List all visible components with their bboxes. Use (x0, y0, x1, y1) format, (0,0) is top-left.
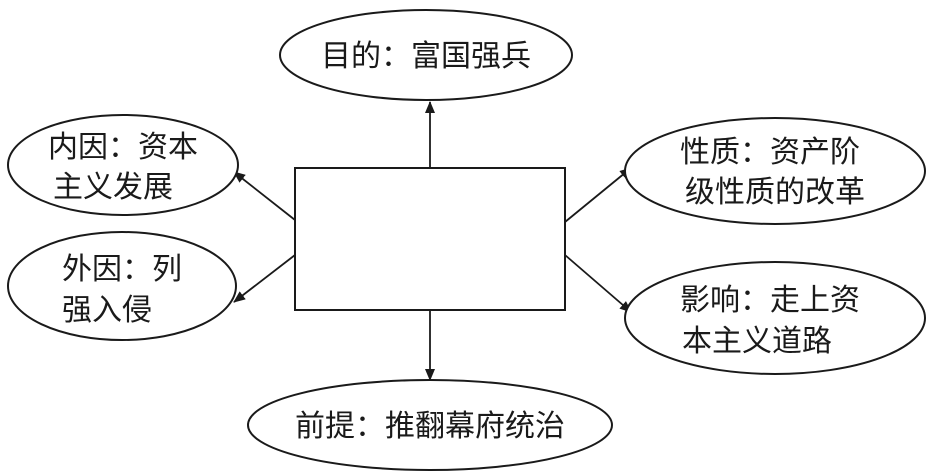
node-internal-cause-line-2: 主义发展 (53, 170, 173, 205)
arrow-to-impact (564, 254, 632, 313)
arrow-to-internal-cause (233, 171, 296, 221)
node-internal-cause-line-1: 内因：资本 (48, 130, 198, 165)
node-internal-cause: 内因：资本 主义发展 (7, 114, 239, 216)
node-nature-line-1: 性质：资产阶 (680, 135, 860, 170)
node-premise-line-1: 前提：推翻幕府统治 (295, 409, 565, 444)
center-box (294, 167, 566, 311)
arrow-to-nature (564, 167, 632, 223)
node-purpose-line-1: 目的：富国强兵 (321, 39, 531, 74)
arrow-to-external-cause (233, 254, 296, 303)
node-impact: 影响：走上资 本主义道路 (624, 261, 926, 375)
node-nature-line-2: 级性质的改革 (685, 175, 865, 210)
node-external-cause-line-2: 强入侵 (62, 293, 152, 328)
node-nature: 性质：资产阶 级性质的改革 (624, 117, 926, 225)
node-external-cause: 外因：列 强入侵 (7, 231, 237, 341)
node-premise: 前提：推翻幕府统治 (247, 379, 613, 471)
node-impact-line-2: 本主义道路 (682, 324, 832, 359)
node-impact-line-1: 影响：走上资 (680, 283, 860, 318)
node-external-cause-line-1: 外因：列 (62, 252, 182, 287)
node-purpose: 目的：富国强兵 (279, 9, 573, 101)
